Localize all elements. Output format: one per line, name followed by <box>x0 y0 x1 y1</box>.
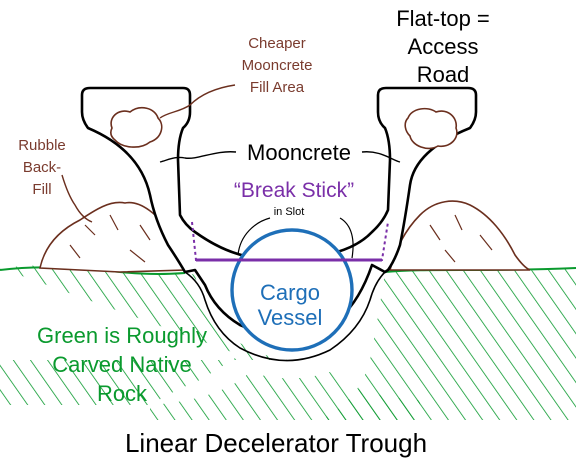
break-stick-label: “Break Stick” <box>234 179 354 202</box>
green-rock-label-2: Carved Native <box>52 352 191 377</box>
rubble-label-3: Fill <box>32 181 51 198</box>
cheaper-fill-right <box>404 107 458 150</box>
flat-top-label-2: Access <box>408 34 479 59</box>
green-rock-label-1: Green is Roughly <box>37 323 207 348</box>
break-stick-slot <box>191 221 389 261</box>
rubble-label-2: Back- <box>23 159 61 176</box>
flat-top-label-3: Road <box>417 62 470 87</box>
diagram-title: Linear Decelerator Trough <box>125 428 427 458</box>
native-rock-right <box>320 268 576 420</box>
leader-break-stick <box>237 217 354 259</box>
cargo-vessel-label-2: Vessel <box>258 305 323 330</box>
rubble-texture-left <box>69 214 151 263</box>
leader-cheaper-fill <box>159 84 236 119</box>
trough-rock-cut <box>184 271 386 362</box>
cargo-vessel-label-1: Cargo <box>260 280 320 305</box>
rubble-texture-right <box>429 214 493 263</box>
in-slot-label: in Slot <box>274 206 305 218</box>
mooncrete-label: Mooncrete <box>247 140 351 165</box>
rubble-backfill-right <box>388 200 531 271</box>
green-rock-label-3: Rock <box>97 381 148 406</box>
rubble-label-1: Rubble <box>18 137 66 154</box>
native-rock-left <box>0 265 300 405</box>
cheaper-fill-left <box>109 106 163 148</box>
native-rock-bottom <box>150 372 420 420</box>
cheaper-fill-label-3: Fill Area <box>250 79 305 96</box>
cheaper-fill-label-1: Cheaper <box>248 35 306 52</box>
flat-top-label-1: Flat-top = <box>396 6 490 31</box>
leader-mooncrete-right <box>361 151 401 163</box>
cheaper-fill-label-2: Mooncrete <box>242 57 313 74</box>
leader-mooncrete-left <box>159 151 237 163</box>
leader-rubble <box>61 174 93 223</box>
